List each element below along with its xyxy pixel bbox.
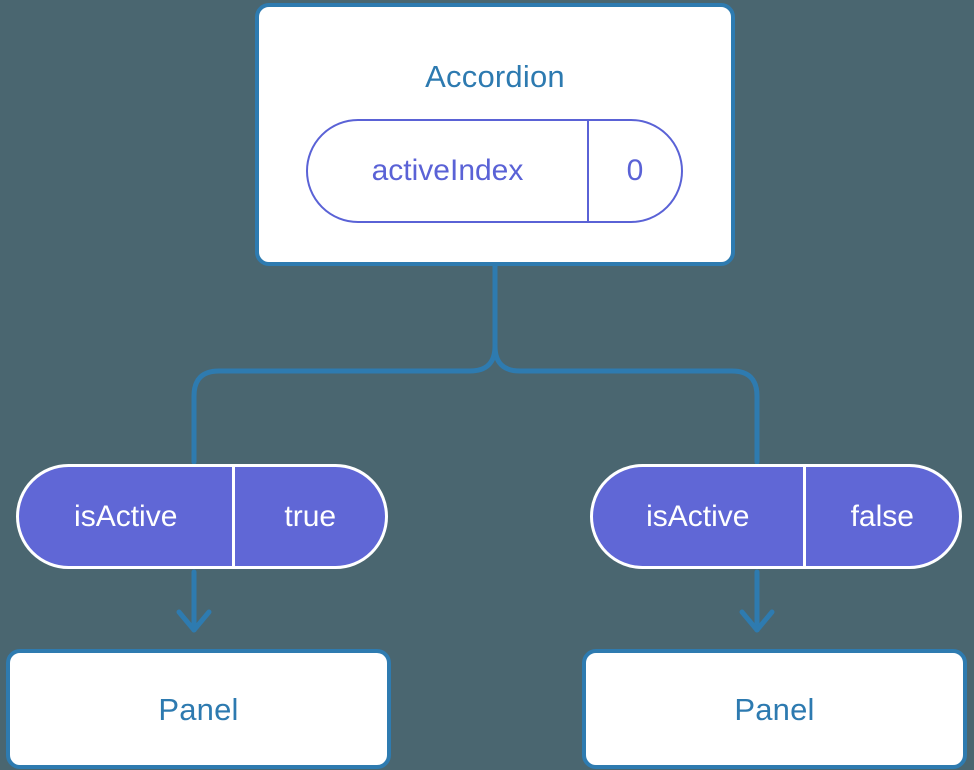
pill-is-active-true-value: true (232, 467, 385, 566)
node-panel-right[interactable]: Panel (582, 649, 967, 769)
arrow-right-head (739, 609, 775, 633)
pill-is-active-true-key: isActive (74, 499, 178, 533)
pill-is-active-false-value: false (802, 467, 959, 566)
arrow-left-head (176, 609, 212, 633)
connector-branch-left (191, 343, 498, 465)
node-panel-left[interactable]: Panel (6, 649, 391, 769)
pill-is-active-true[interactable]: isActive true (16, 464, 388, 569)
pill-active-index[interactable]: activeIndex 0 (306, 119, 683, 223)
pill-active-index-value: 0 (586, 121, 681, 221)
node-accordion-label: Accordion (425, 59, 565, 94)
connector-branch-right (492, 343, 760, 465)
pill-is-active-false[interactable]: isActive false (590, 464, 962, 569)
node-panel-right-label: Panel (734, 691, 815, 727)
pill-active-index-key: activeIndex (371, 154, 524, 187)
pill-is-active-false-key: isActive (646, 499, 750, 533)
node-panel-left-label: Panel (158, 691, 239, 727)
